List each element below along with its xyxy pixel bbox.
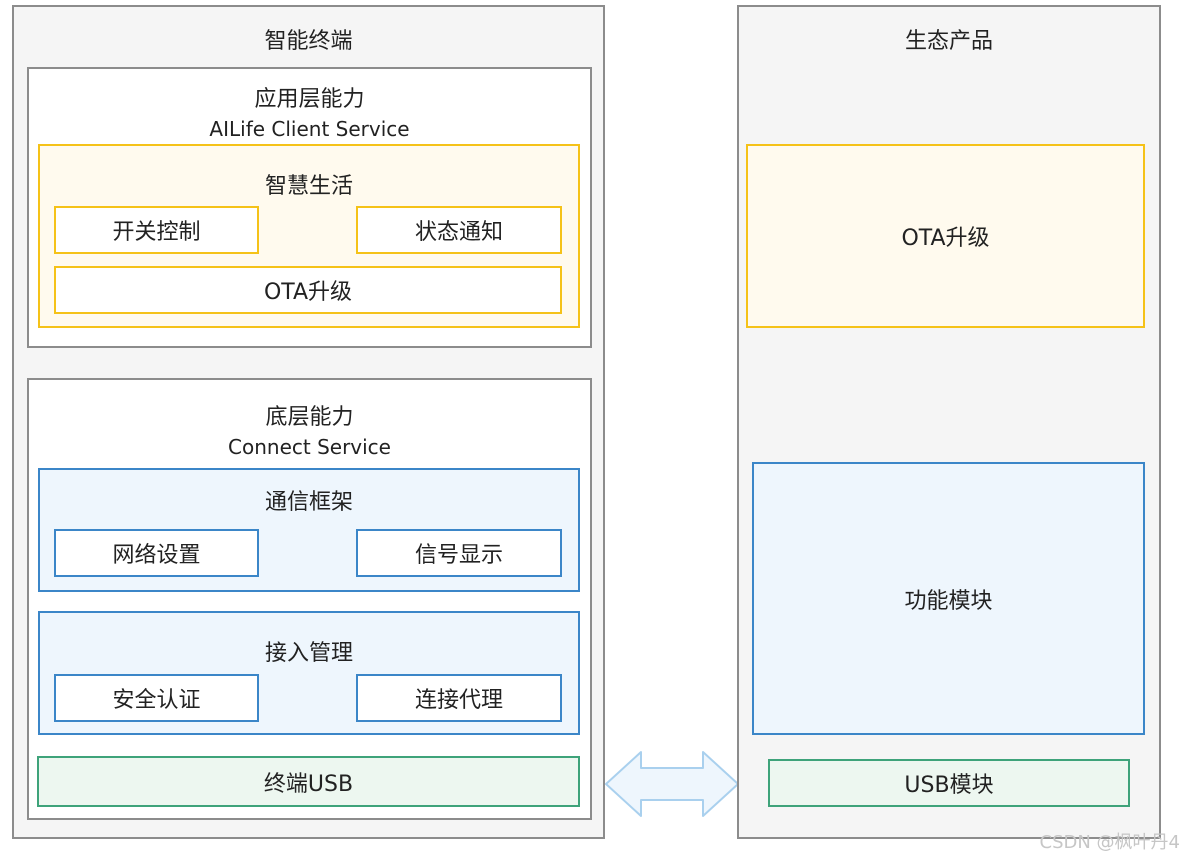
signal-display-item: 信号显示 — [356, 529, 562, 577]
terminal-ota-item: OTA升级 — [54, 266, 562, 314]
access-mgmt-title: 接入管理 — [264, 641, 353, 666]
security-auth-item: 安全认证 — [54, 674, 259, 722]
double-arrow-icon — [605, 751, 739, 817]
comm-framework-title: 通信框架 — [264, 490, 353, 515]
function-module-box: 功能模块 — [752, 462, 1145, 735]
app-layer-subtitle: AILife Client Service — [209, 117, 410, 141]
app-layer-title: 应用层能力 — [254, 87, 365, 112]
base-layer-title: 底层能力 — [265, 405, 354, 430]
connection-proxy-item: 连接代理 — [356, 674, 562, 722]
smart-life-title: 智慧生活 — [264, 174, 353, 199]
base-layer-subtitle: Connect Service — [228, 435, 391, 459]
base-layer-box: 底层能力 Connect Service — [27, 378, 592, 820]
product-title: 生态产品 — [904, 29, 993, 54]
watermark: CSDN @枫叶丹4 — [1039, 832, 1181, 853]
usb-module-box: USB模块 — [768, 759, 1130, 807]
terminal-usb-box: 终端USB — [37, 756, 580, 807]
product-ota-box: OTA升级 — [746, 144, 1145, 328]
status-notify-item: 状态通知 — [356, 206, 562, 254]
network-settings-item: 网络设置 — [54, 529, 259, 577]
switch-control-item: 开关控制 — [54, 206, 259, 254]
terminal-title: 智能终端 — [264, 29, 353, 54]
